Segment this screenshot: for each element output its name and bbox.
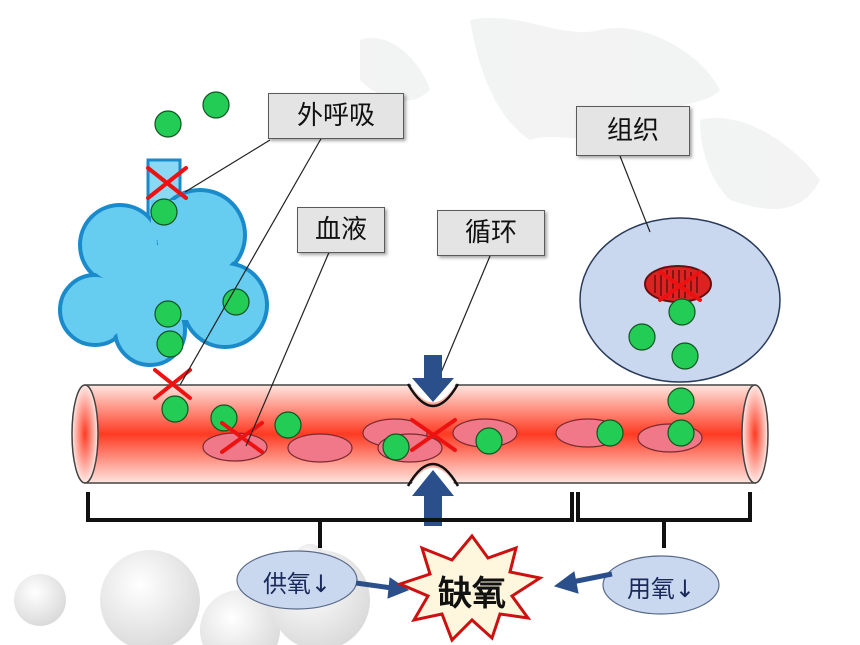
oxygen-icon — [628, 323, 656, 351]
oxygen-icon — [667, 387, 695, 415]
oxygen-icon — [671, 342, 699, 370]
label-oxygen-supply-down: 供氧↓ — [262, 570, 332, 598]
blue-down-arrow-icon — [412, 355, 454, 402]
brackets — [86, 492, 752, 548]
oxygen-icon — [475, 427, 503, 455]
label-hypoxia: 缺氧 — [438, 574, 506, 614]
pointer-lines — [179, 136, 651, 447]
label-tissue: 组织 — [576, 106, 690, 156]
red-cell — [287, 433, 353, 463]
oxygen-icon — [596, 419, 624, 447]
label-blood: 血液 — [297, 207, 385, 253]
oxygen-icon — [274, 411, 302, 439]
lung-illustration — [58, 158, 269, 367]
oxygen-molecules — [150, 91, 699, 461]
oxygen-icon — [667, 419, 695, 447]
red-cross-icon — [220, 421, 264, 454]
block-markers — [146, 166, 702, 454]
label-oxygen-use-down: 用氧↓ — [626, 575, 696, 603]
oxygen-icon — [154, 300, 182, 328]
label-circulation: 循环 — [437, 210, 545, 256]
oxygen-icon — [382, 433, 410, 461]
oxygen-icon — [156, 330, 184, 358]
hypoxia-burst — [395, 533, 544, 643]
oxygen-icon — [210, 404, 238, 432]
red-cross-icon — [410, 418, 457, 452]
red-cross-icon — [146, 166, 188, 200]
oxygen-icon — [154, 110, 182, 138]
bottom-ellipses — [236, 550, 720, 615]
red-cross-icon — [658, 270, 702, 302]
oxygen-icon — [161, 395, 189, 423]
oxygen-icon — [668, 298, 696, 326]
oxygen-icon — [222, 288, 250, 316]
red-cross-icon — [153, 368, 192, 400]
oxygen-icon — [150, 198, 178, 226]
oxygen-icon — [202, 91, 230, 119]
label-external-respiration: 外呼吸 — [268, 93, 404, 139]
flow-arrows — [355, 571, 613, 599]
